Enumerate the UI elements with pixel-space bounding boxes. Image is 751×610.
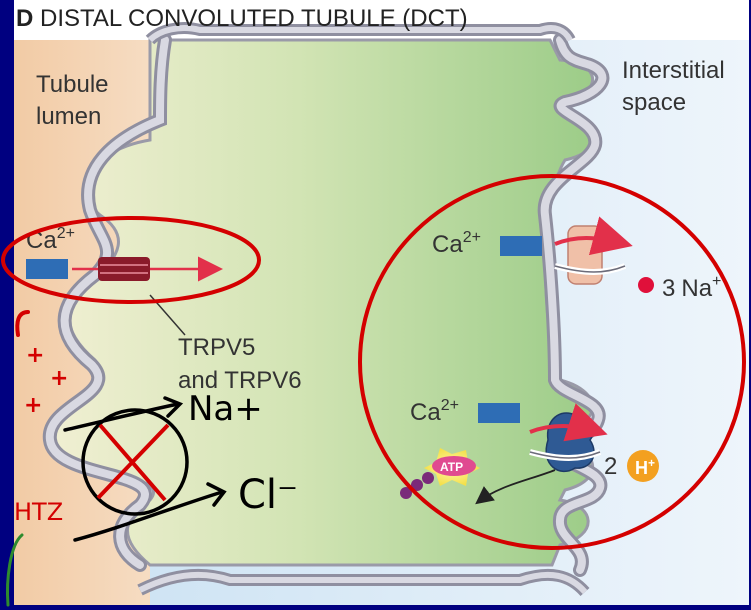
- h-ion: [627, 450, 659, 482]
- trpv-label-line1: TRPV5: [178, 334, 255, 361]
- lumen-label-line1: Tubule: [36, 71, 109, 98]
- interstitial-label-line2: space: [622, 89, 686, 116]
- blocked-symporter-circle: [81, 408, 189, 516]
- apical-highlight-circle: [1, 216, 261, 304]
- ncx-ca-ion: [500, 236, 542, 256]
- cl-arrow: [73, 490, 224, 542]
- apical-ca-label: Ca2+: [26, 225, 75, 254]
- top-junction-inner: [147, 25, 573, 43]
- panel-title: DISTAL CONVOLUTED TUBULE (DCT): [40, 5, 468, 32]
- apical-ca-ion: [26, 259, 68, 279]
- atp-icon: [400, 448, 480, 499]
- atp-label: ATP: [440, 460, 463, 474]
- na-arrow-head: [163, 396, 184, 418]
- ncx-exchanger-icon: [554, 216, 633, 285]
- lumen-label-line2: lumen: [36, 103, 101, 130]
- basolateral-membrane-inner: [540, 36, 607, 574]
- bottom-junction-inner: [138, 571, 588, 595]
- na-ion: [638, 277, 654, 293]
- cl-arrow-head: [206, 482, 227, 507]
- panel-letter: D: [16, 5, 33, 32]
- ncx-ca-label: Ca2+: [432, 229, 481, 258]
- plus-sign-1: +: [26, 343, 44, 368]
- interstitial-label-line1: Interstitial: [622, 57, 725, 84]
- pmca-h-count: 2: [604, 453, 617, 480]
- pmca-ca-ion: [478, 403, 520, 423]
- trpv-channel-icon: [98, 257, 150, 281]
- na-annotation: Na+: [188, 389, 263, 429]
- pmca-h-label: H+: [635, 456, 655, 478]
- pmca-pump-icon: [529, 403, 608, 473]
- red-arrow-tick: [15, 310, 30, 337]
- plus-sign-2: +: [50, 366, 68, 391]
- na-arrow: [63, 402, 180, 432]
- cross-stroke-2: [96, 423, 170, 500]
- htz-note: HTZ: [14, 498, 63, 526]
- basolateral-highlight-circle: [358, 174, 746, 550]
- apical-membrane-inner: [45, 36, 169, 569]
- green-pen-stroke: [6, 533, 24, 607]
- trpv-label-line2: and TRPV6: [178, 367, 302, 394]
- plus-sign-3: +: [24, 393, 42, 418]
- atp-hydrolysis-arrow: [475, 469, 556, 505]
- cl-annotation: Cl⁻: [238, 472, 298, 518]
- pmca-ca-label: Ca2+: [410, 397, 459, 426]
